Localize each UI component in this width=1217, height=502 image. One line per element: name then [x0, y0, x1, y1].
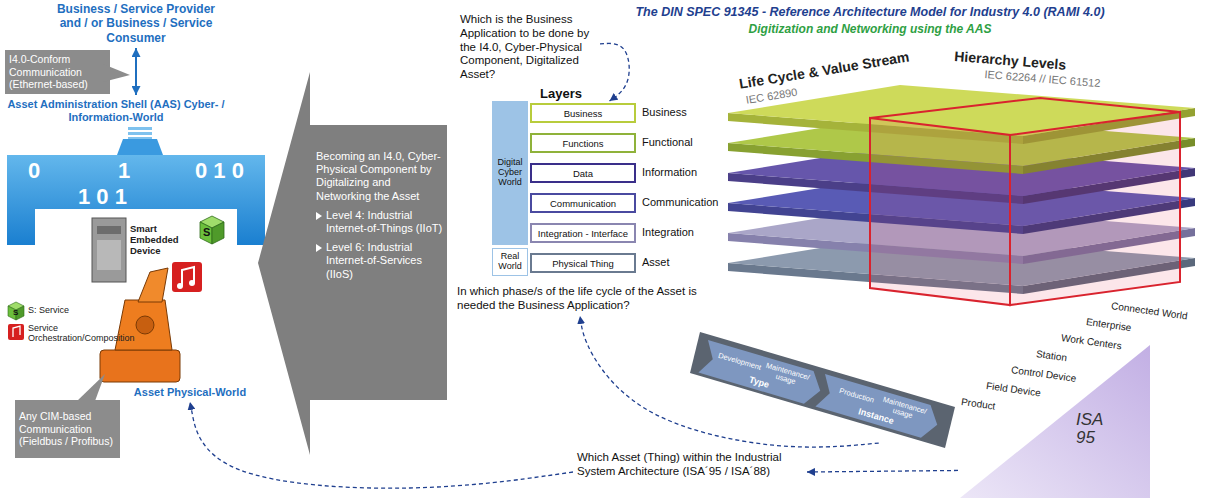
legend-service-cube	[8, 302, 24, 320]
connector	[807, 470, 958, 472]
layer-name: Business	[642, 106, 687, 118]
orchestration-icon	[172, 262, 202, 292]
node-text: Real World	[494, 252, 526, 272]
layer-name: Communication	[642, 196, 718, 208]
service-party-text: Business / Service Provider and / or Bus…	[51, 2, 221, 46]
life-cycle-band	[690, 332, 955, 448]
legend-orchestration-icon	[8, 324, 24, 340]
layer-name: Information	[642, 166, 697, 178]
service-cube	[200, 216, 224, 244]
layer-box: Data	[530, 163, 636, 183]
outline-part	[103, 64, 130, 82]
world-band: Digital Cyber World	[492, 101, 528, 245]
node-outline	[960, 345, 1150, 498]
question-text: Which Asset (Thing) within the Industria…	[575, 450, 805, 494]
node-text: In which phase/s of the life cycle of th…	[457, 285, 703, 313]
question-text: In which phase/s of the life cycle of th…	[455, 284, 705, 314]
isa95-triangle: ISA 95	[960, 345, 1150, 498]
outline-part	[5, 50, 110, 94]
asset-text: Asset Physical-World	[125, 386, 255, 400]
connector	[600, 43, 629, 101]
standard-label: IEC 62264 // IEC 61512	[984, 68, 1101, 89]
outline-part	[128, 132, 152, 135]
life-cycle-chevron: ProductionMaintenance/ usageInstance	[815, 374, 942, 441]
outline-part	[77, 374, 105, 401]
binary-digit: 1	[118, 158, 130, 184]
big-arrow: Becoming an I4.0, Cyber-Physical Compone…	[258, 72, 448, 455]
node-text: Asset Administration Shell (AAS) Cyber- …	[5, 97, 227, 124]
node-text: Communication	[550, 198, 616, 209]
layer-box: Communication	[530, 193, 636, 213]
hierarchy-level: Product	[960, 396, 996, 412]
node-text: Business / Service Provider and / or Bus…	[51, 2, 221, 45]
binary-digit: 0	[28, 158, 40, 184]
world-band: Real World	[492, 248, 528, 276]
node-text: Asset Physical-World	[125, 386, 255, 398]
service-symbol: S	[13, 308, 18, 317]
binary-digit: 0 1 0	[195, 158, 244, 184]
red-frame	[870, 98, 1180, 305]
hierarchy-level: Connected World	[1110, 300, 1188, 322]
connector	[190, 402, 573, 488]
node-text: Level 4: Industrial Internet-of-Things (…	[316, 209, 444, 235]
device-label: Smart Embedded Device	[130, 224, 190, 257]
diagram-title: The DIN SPEC 91345 - Reference Architect…	[570, 5, 1170, 19]
node-text: Any CIM-based Communication (Fieldbus / …	[19, 410, 116, 448]
node-text: ISA 95	[1076, 411, 1114, 447]
node-text: Digital Cyber World	[493, 158, 527, 188]
node-text: Becoming an I4.0, Cyber-Physical Compone…	[316, 150, 444, 203]
layer-box: Physical Thing	[530, 253, 636, 273]
node-text: Which is the Business Application to be …	[460, 13, 596, 82]
hierarchy-level: Station	[1035, 348, 1067, 363]
outline-part	[128, 127, 152, 130]
outline-part	[698, 340, 825, 407]
node-text: Business	[564, 108, 603, 119]
outline-part	[960, 345, 1150, 498]
node-text: Which Asset (Thing) within the Industria…	[577, 451, 803, 479]
node-text: I4.0-Conform Communication (Ethernet-bas…	[9, 53, 106, 91]
connector	[135, 48, 137, 95]
legend-text: S: Service	[28, 305, 108, 315]
hierarchy-level: Enterprise	[1085, 316, 1132, 333]
outline-part	[117, 139, 163, 155]
layer-name: Functional	[642, 136, 693, 148]
outline-part	[15, 400, 120, 458]
outline-part	[815, 374, 942, 441]
hierarchy-level: Work Centers	[1060, 332, 1122, 351]
layer-box: Integration - Interface	[530, 223, 636, 243]
node-text: Functions	[562, 138, 603, 149]
hierarchy-level: Control Device	[1010, 364, 1076, 384]
question-text: Which is the Business Application to be …	[458, 12, 598, 83]
hierarchy-level: Field Device	[985, 380, 1041, 399]
layer-name: Asset	[642, 256, 670, 268]
outline-part	[258, 72, 447, 455]
subtitle: Digitization and Networking using the AA…	[570, 22, 1170, 36]
layer-box: Functions	[530, 133, 636, 153]
axis-label: Life Cycle & Value Stream	[738, 49, 910, 92]
layers-heading: Layers	[540, 86, 582, 101]
layer-box: Business	[530, 103, 636, 123]
node-text: Physical Thing	[552, 258, 614, 269]
node-text: Integration - Interface	[538, 228, 628, 239]
node-text: Level 6: Industrial Internet-of-Services…	[316, 241, 444, 281]
layer-name: Integration	[642, 226, 694, 238]
callout-box: I4.0-Conform Communication (Ethernet-bas…	[5, 50, 110, 94]
node-text: Data	[573, 168, 593, 179]
callout-box: Any CIM-based Communication (Fieldbus / …	[15, 400, 120, 458]
outline-part	[128, 137, 152, 139]
life-cycle-chevron: DevelopmentMaintenance/ usageType	[698, 340, 825, 407]
legend-text: Service Orchestration/Composition	[28, 323, 108, 344]
binary-digit: 1 0 1	[78, 184, 127, 210]
service-symbol: S	[203, 226, 210, 238]
